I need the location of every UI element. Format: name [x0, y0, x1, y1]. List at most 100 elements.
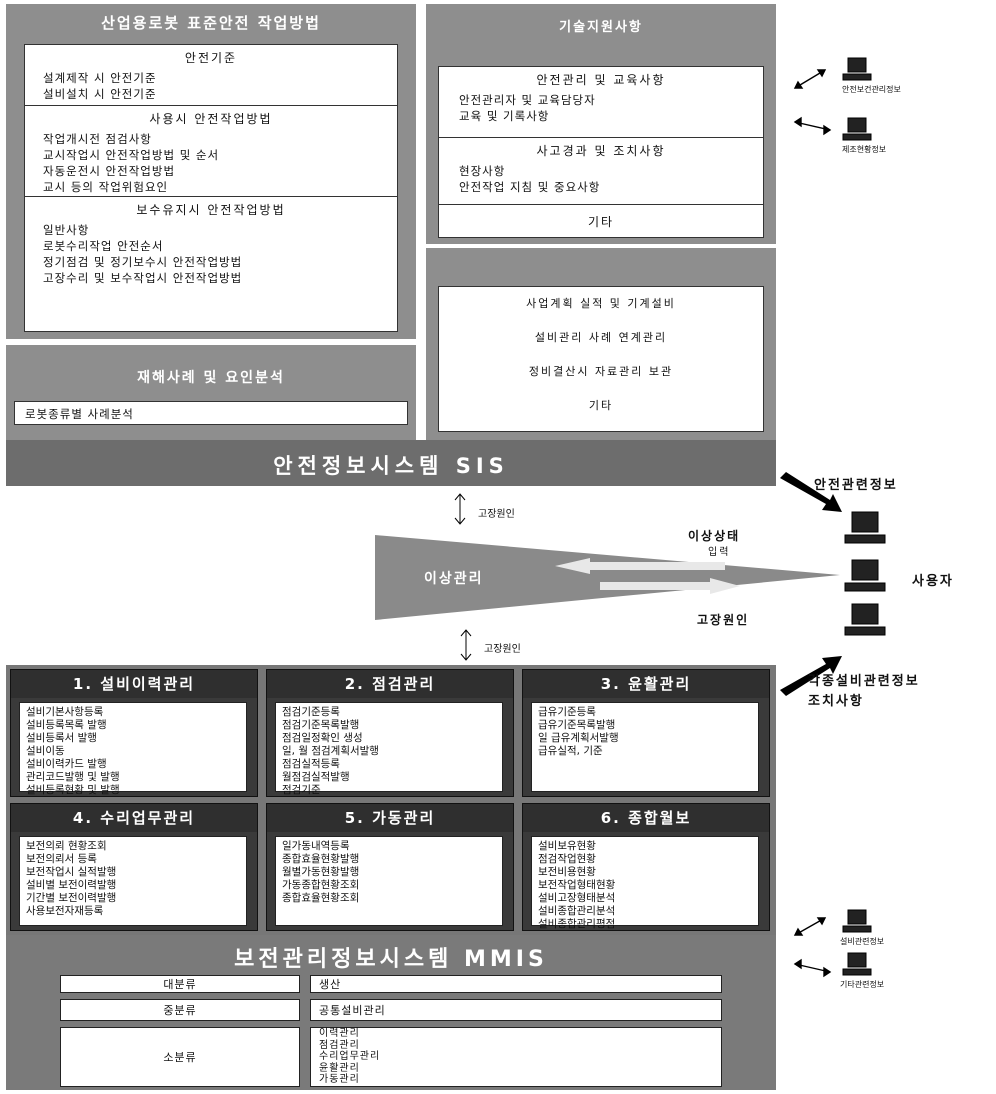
education-section: 안전관리 및 교육사항 안전관리자 및 교육담당자 교육 및 기록사항: [439, 67, 763, 137]
list-item: 고장수리 및 보수작업시 안전작업방법: [43, 271, 243, 285]
accident-section: 사고경과 및 조치사항 현장사항 안전작업 지침 및 중요사항: [439, 138, 763, 204]
list-item: 보전의뢰서 등록: [26, 853, 97, 865]
list-item: 설계제작 시 안전기준: [43, 71, 157, 85]
list-item: 교시 등의 작업위험요인: [43, 180, 169, 194]
list-item: 설비이동: [26, 745, 65, 757]
computer-icon: [844, 559, 886, 592]
module-item-box: 설비보유현황 점검작업현황 보전비용현황 보전작업형태현황 설비고장형태분석 설…: [531, 836, 759, 930]
module-title: 3. 윤활관리: [523, 670, 769, 698]
cause-label-top: 고장원인: [478, 509, 515, 520]
mmis-panel: 보전관리정보시스템 MMIS 대분류 생산 중분류 공통설비관리 소분류 이력관…: [6, 935, 776, 1090]
double-arrow-icon: [454, 493, 466, 525]
section-heading: 보수유지시 안전작업방법: [136, 203, 286, 217]
maintenance-safety-section: 보수유지시 안전작업방법 일반사항 로봇수리작업 안전순서 정기점검 및 정기보…: [25, 197, 397, 297]
list-item: 관리코드발행 및 발행: [26, 771, 120, 783]
list-item: 설비보유현황: [538, 840, 596, 852]
list-item: 설비종합관리평점: [538, 918, 616, 930]
list-item: 급유기준등록: [538, 706, 596, 718]
equipment-info-label: 각종설비관련정보: [808, 674, 920, 689]
list-item: 보전작업시 실적발행: [26, 866, 117, 878]
section-divider: [25, 196, 397, 197]
mmis-row-label: 대분류: [60, 975, 300, 993]
pc-label: 안전보건관리정보: [842, 85, 901, 94]
mmis-row-label: 소분류: [60, 1027, 300, 1087]
module-title: 5. 가동관리: [267, 804, 513, 832]
list-item: 점검기준목록발행: [282, 719, 360, 731]
list-item: 종합효율현황조회: [282, 892, 360, 904]
section-divider: [439, 137, 763, 138]
list-item: 월점검실적발행: [282, 771, 350, 783]
section-lines: 일반사항 로봇수리작업 안전순서 정기점검 및 정기보수시 안전작업방법 고장수…: [25, 222, 397, 286]
list-item: 기간별 보전이력발행: [26, 892, 117, 904]
anomaly-input-label-2: 입력: [708, 547, 731, 558]
module-item-box: 설비기본사항등록 설비등록목록 발행 설비등록서 발행 설비이동 설비이력카드 …: [19, 702, 247, 796]
list-item: 점검관리: [319, 1039, 360, 1051]
technical-support-content: 안전관리 및 교육사항 안전관리자 및 교육담당자 교육 및 기록사항 사고경과…: [438, 66, 764, 238]
computer-icon: [842, 117, 872, 141]
computer-icon: [842, 57, 872, 81]
list-item: 월별가동현황발행: [282, 866, 360, 878]
module-equipment-history: 1. 설비이력관리 설비기본사항등록 설비등록목록 발행 설비등록서 발행 설비…: [10, 669, 258, 797]
list-item: 종합효율현황발행: [282, 853, 360, 865]
list-item: 자동운전시 안전작업방법: [43, 164, 176, 178]
list-item: 설비기본사항등록: [26, 706, 104, 718]
anomaly-shape: [375, 535, 840, 620]
list-item: 일, 월 점검계획서발행: [282, 745, 379, 757]
sis-title: 안전정보시스템 SIS: [273, 454, 509, 478]
module-title: 1. 설비이력관리: [11, 670, 257, 698]
list-item: 보전의뢰 현황조회: [26, 840, 107, 852]
mmis-row-value: 생산: [310, 975, 722, 993]
list-item: 현장사항: [459, 164, 506, 178]
section-lines: 설계제작 시 안전기준 설비설치 시 안전기준: [25, 70, 397, 102]
operation-safety-section: 사용시 안전작업방법 작업개시전 점검사항 교시작업시 안전작업방법 및 순서 …: [25, 106, 397, 196]
section-divider: [25, 105, 397, 106]
module-lubrication: 3. 윤활관리 급유기준등록 급유기준목록발행 일 급유계획서발행 급유실적, …: [522, 669, 770, 797]
list-item: 교육 및 기록사항: [459, 109, 550, 123]
arrow-icon: [555, 558, 740, 594]
pc-label: 설비관련정보: [840, 937, 885, 946]
list-item: 정비결산시 자료관리 보관: [528, 365, 674, 378]
list-item: 기타: [588, 399, 614, 412]
technical-support-panel: 기술지원사항 안전관리 및 교육사항 안전관리자 및 교육담당자 교육 및 기록…: [426, 4, 776, 244]
list-item: 점검일정확인 생성: [282, 732, 363, 744]
section-heading: 사용시 안전작업방법: [149, 112, 273, 126]
user-label: 사용자: [912, 574, 954, 589]
bold-arrow-icon: [780, 472, 842, 696]
computer-icon: [844, 511, 886, 544]
list-item: 설비등록서 발행: [26, 732, 97, 744]
section-heading: 안전기준: [184, 51, 238, 65]
module-operation: 5. 가동관리 일가동내역등록 종합효율현황발행 월별가동현황발행 가동종합현황…: [266, 803, 514, 931]
list-item: 설비별 보전이력발행: [26, 879, 117, 891]
list-item: 사용보전자재등록: [26, 905, 104, 917]
cause-label-bottom: 고장원인: [484, 644, 521, 655]
list-item: 사업계획 실적 및 기계설비: [526, 297, 676, 310]
section-heading: 사고경과 및 조치사항: [536, 144, 666, 158]
management-panel: 사업계획 실적 및 기계설비 설비관리 사례 연계관리 정비결산시 자료관리 보…: [426, 248, 776, 440]
modules-container: 1. 설비이력관리 설비기본사항등록 설비등록목록 발행 설비등록서 발행 설비…: [6, 665, 776, 935]
computer-icon: [844, 603, 886, 636]
list-item: 윤활관리: [319, 1062, 360, 1074]
case-analysis-panel: 재해사례 및 요인분석 로봇종류별 사례분석: [6, 345, 416, 440]
list-item: 설비설치 시 안전기준: [43, 87, 157, 101]
list-item: 설비관리 사례 연계관리: [534, 331, 668, 344]
safety-criteria-section: 안전기준 설계제작 시 안전기준 설비설치 시 안전기준: [25, 45, 397, 105]
module-inspection: 2. 점검관리 점검기준등록 점검기준목록발행 점검일정확인 생성 일, 월 점…: [266, 669, 514, 797]
module-item-box: 보전의뢰 현황조회 보전의뢰서 등록 보전작업시 실적발행 설비별 보전이력발행…: [19, 836, 247, 926]
module-title: 2. 점검관리: [267, 670, 513, 698]
computer-icon: [842, 952, 872, 976]
list-item: 설비등록현황 및 발행: [26, 784, 120, 796]
list-item: 점검기준등록: [282, 706, 340, 718]
list-item: 가동관리: [319, 1074, 360, 1085]
double-arrow-icon: [460, 629, 472, 661]
list-item: 가동종합현황조회: [282, 879, 360, 891]
mmis-row-value: 공통설비관리: [310, 999, 722, 1021]
sis-bar: 안전정보시스템 SIS: [6, 440, 776, 486]
module-title: 4. 수리업무관리: [11, 804, 257, 832]
section-lines: 안전관리자 및 교육담당자 교육 및 기록사항: [439, 92, 763, 124]
list-item: 수리업무관리: [319, 1051, 381, 1062]
list-item: 설비종합관리분석: [538, 905, 616, 917]
module-repair: 4. 수리업무관리 보전의뢰 현황조회 보전의뢰서 등록 보전작업시 실적발행 …: [10, 803, 258, 931]
case-analysis-title: 재해사례 및 요인분석: [137, 370, 285, 386]
anomaly-cause-label: 고장원인: [697, 613, 750, 627]
section-lines: 현장사항 안전작업 지침 및 중요사항: [439, 163, 763, 195]
